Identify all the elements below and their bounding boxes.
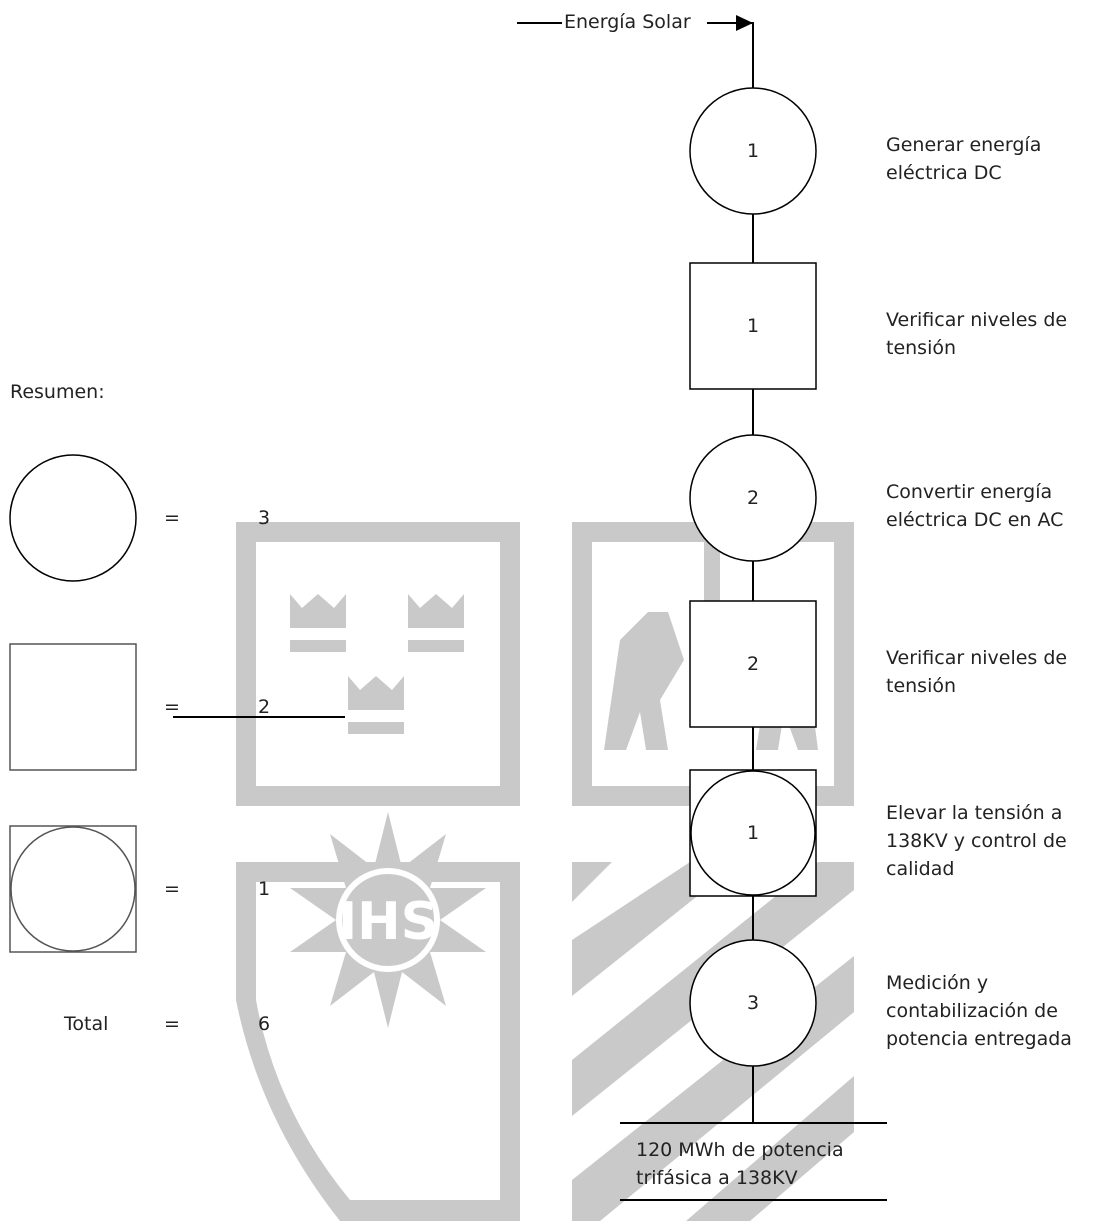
output-label: 120 MWh de potencia trifásica a 138KV <box>636 1136 896 1192</box>
step-description: Verificar niveles de tensión <box>886 644 1111 700</box>
step-number: 3 <box>733 989 773 1017</box>
summary-count: 2 <box>258 693 270 721</box>
crown-icon <box>290 594 346 652</box>
step-description: Elevar la tensión a 138KV y control de c… <box>886 799 1111 883</box>
summary-equals: = <box>164 504 180 532</box>
step-number: 2 <box>733 650 773 678</box>
summary-symbols <box>10 455 136 952</box>
step-number: 1 <box>733 137 773 165</box>
summary-title: Resumen: <box>10 378 105 406</box>
step-description: Convertir energía eléctrica DC en AC <box>886 478 1111 534</box>
summary-total-label: Total <box>64 1010 108 1038</box>
operation-symbol <box>10 455 136 581</box>
arrow-head-icon <box>736 15 753 31</box>
summary-count: 3 <box>258 504 270 532</box>
step-description: Medición y contabilización de potencia e… <box>886 969 1111 1053</box>
step-description: Generar energía eléctrica DC <box>886 131 1111 187</box>
step-number: 1 <box>733 312 773 340</box>
step-number: 2 <box>733 484 773 512</box>
step-number: 1 <box>733 819 773 847</box>
combined-symbol <box>10 826 136 952</box>
summary-total-equals: = <box>164 1010 180 1038</box>
crown-icon <box>408 594 464 652</box>
watermark-logo-text: IHS <box>338 892 438 952</box>
input-label: Energía Solar <box>562 8 693 36</box>
summary-total-count: 6 <box>258 1010 270 1038</box>
summary-count: 1 <box>258 875 270 903</box>
step-description: Verificar niveles de tensión <box>886 306 1111 362</box>
summary-equals: = <box>164 693 180 721</box>
inspection-symbol <box>10 644 136 770</box>
summary-equals: = <box>164 875 180 903</box>
crown-icon <box>348 676 404 734</box>
